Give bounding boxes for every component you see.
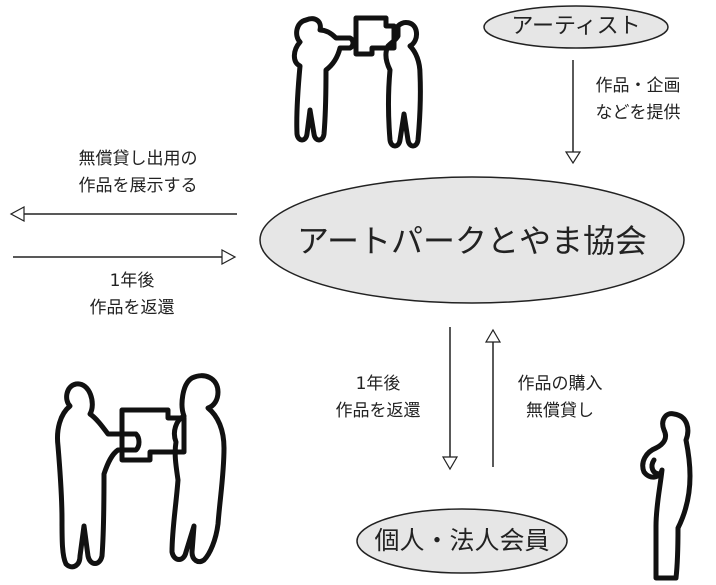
figure-silhouette-bottom-middle [169,373,227,565]
arrow-return-to-members [441,327,459,471]
label-line: 無償貸し出用の [78,149,198,169]
artist-node-label: アーティスト [511,14,641,39]
arrow-return-in [13,248,237,266]
figure-silhouette-top-right [383,20,423,149]
artist-oval [483,5,669,49]
figure-silhouette-bottom-left [55,381,142,570]
label-return-in: 1年後 作品を返還 [62,268,202,322]
arrow-members-to-association [484,328,502,467]
figure-silhouette-top-left [291,16,356,143]
label-members-to-association: 作品の購入 無償貸し [500,371,620,425]
label-line: 作品を返還 [335,401,421,421]
box-silhouette-top [353,15,397,57]
members-oval [356,508,568,574]
label-artist-to-association: 作品・企画 などを提供 [583,73,693,127]
label-line: 無償貸し [526,401,594,421]
label-line: などを提供 [595,103,681,123]
figure-silhouette-right-hand [649,457,663,477]
label-line: 1年後 [355,374,401,394]
association-node-label: アートパークとやま協会 [296,222,648,260]
label-line: 作品の購入 [517,374,603,394]
members-node-label: 個人・法人会員 [374,526,550,555]
label-line: 作品を展示する [78,176,198,196]
box-silhouette-bottom [119,407,187,463]
arrow-lend-out [9,205,237,223]
label-return-to-members: 1年後 作品を返還 [318,371,438,425]
figure-silhouette-right [640,411,693,581]
label-lend-out: 無償貸し出用の 作品を展示する [46,146,230,200]
label-line: 作品・企画 [595,76,681,96]
arrow-artist-to-association [564,60,582,165]
association-oval [259,176,685,304]
label-line: 作品を返還 [89,298,175,318]
label-line: 1年後 [109,271,155,291]
